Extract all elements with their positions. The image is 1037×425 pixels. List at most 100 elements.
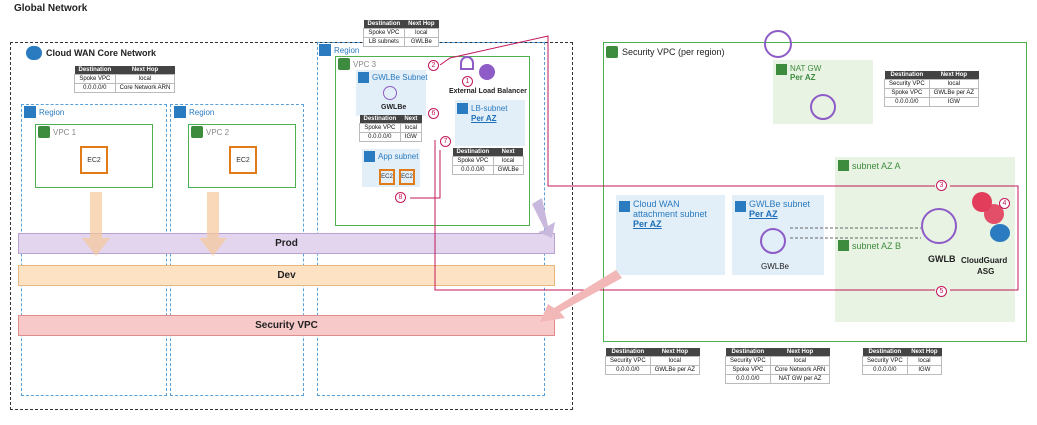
- ec2-icon: EC2: [80, 146, 108, 174]
- step-8: 8: [395, 192, 406, 203]
- ec2-icon: EC2: [379, 169, 395, 185]
- th: Destination: [74, 66, 116, 75]
- region-label: Region: [189, 107, 215, 117]
- cloudguard-label: CloudGuard: [961, 256, 1008, 265]
- vpc-cloud-icon: [191, 126, 203, 138]
- ec2-label: EC2: [401, 174, 413, 180]
- ec2-icon: EC2: [399, 169, 415, 185]
- th: Next Hop: [907, 348, 942, 357]
- internet-gateway-icon: [764, 30, 792, 58]
- lb-subnet-label: LB-subnet: [471, 104, 508, 113]
- region-label: Region: [334, 45, 360, 55]
- gwlbe-subnet-header: GWLBe Subnet: [358, 72, 428, 83]
- td: GWLBe: [403, 37, 440, 47]
- td: IGW: [399, 132, 423, 142]
- td: NAT GW per AZ: [769, 374, 831, 384]
- down-arrow-vpc2: [199, 192, 227, 256]
- th: Destination: [725, 348, 771, 357]
- segment-prod: Prod: [18, 233, 555, 254]
- lock-icon: [358, 72, 369, 83]
- lock-icon: [776, 64, 787, 75]
- lb-per-az: Per AZ: [471, 114, 497, 123]
- step-number: 8: [398, 194, 403, 201]
- global-network-box: [10, 42, 573, 410]
- td: IGW: [928, 97, 980, 107]
- subnet-az-a-box: [835, 157, 1015, 322]
- gwlb-icon: [921, 208, 957, 244]
- vpc3-to-prod-arrow: [532, 198, 555, 238]
- td: Core Network ARN: [114, 83, 176, 93]
- app-subnet-label: App subnet: [378, 152, 419, 161]
- internet-gateway-icon: [460, 56, 474, 70]
- step-number: 3: [939, 182, 944, 189]
- subnet-az-b-header: subnet AZ B: [838, 240, 901, 251]
- td: IGW: [906, 365, 943, 375]
- step-5: 5: [936, 286, 947, 297]
- nat-gw-header: NAT GW Per AZ: [776, 64, 821, 82]
- segment-dev: Dev: [18, 265, 555, 286]
- cwan-subnet-label: Cloud WAN attachment subnet: [633, 199, 708, 219]
- subnet-az-b-label: subnet AZ B: [852, 240, 902, 251]
- th: Next: [493, 148, 524, 157]
- lock-icon: [364, 151, 375, 162]
- step-number: 6: [431, 110, 436, 117]
- vpc-2-label: VPC 2: [206, 127, 230, 137]
- per-az-label: Per AZ: [471, 114, 497, 123]
- step-number: 2: [431, 62, 436, 69]
- vpc-2: [188, 124, 296, 188]
- nat-gateway-icon: [810, 94, 836, 120]
- region-1-header: Region: [24, 106, 64, 118]
- sec-gwlbe-label: GWLBe: [761, 262, 790, 271]
- security-vpc-label: Security VPC (per region): [622, 47, 725, 57]
- vpc-2-header: VPC 2: [191, 126, 229, 138]
- gwlbe-subnet-label: GWLBe Subnet: [372, 73, 428, 82]
- flow-path-6-7: [434, 140, 935, 291]
- region-flag-icon: [319, 44, 331, 56]
- th: Destination: [363, 20, 405, 29]
- region-flag-icon: [174, 106, 186, 118]
- gwlb-label: GWLB: [928, 254, 956, 264]
- ec2-label: EC2: [381, 174, 393, 180]
- lock-icon: [838, 160, 849, 171]
- cwan-attach-subnet-box: [616, 195, 725, 275]
- segment-prod-label: Prod: [275, 238, 298, 249]
- th: Next Hop: [770, 348, 830, 357]
- step-6: 6: [428, 108, 439, 119]
- lb-subnet-header: LB-subnet: [457, 103, 507, 114]
- subnet-az-a-label: subnet AZ A: [852, 160, 901, 171]
- elb-label: External Load Balancer: [449, 88, 527, 95]
- th: Destination: [884, 71, 930, 80]
- sec-gwlbe-per-az: Per AZ: [749, 209, 778, 219]
- step-number: 7: [443, 138, 448, 145]
- cloud-wan-header: Cloud WAN Core Network: [26, 46, 156, 60]
- nat-gw-label: NAT GW: [790, 64, 822, 73]
- lock-icon: [838, 240, 849, 251]
- subnet-az-a-header: subnet AZ A: [838, 160, 901, 171]
- th: Destination: [452, 148, 494, 157]
- vpc-cloud-icon: [606, 46, 618, 58]
- cloudguard-icon: [962, 190, 1012, 248]
- region-label: Region: [39, 107, 65, 117]
- vpc-cloud-icon: [38, 126, 50, 138]
- td: GWLBe: [492, 165, 524, 175]
- step-7: 7: [440, 136, 451, 147]
- vpc-1: [35, 124, 153, 188]
- cloud-wan-icon: [26, 46, 42, 60]
- lock-icon: [735, 201, 746, 212]
- flow-path-3: [439, 35, 935, 187]
- asg-label: ASG: [977, 267, 995, 276]
- th: Next: [400, 115, 422, 124]
- cwan-to-security-arrow: [540, 270, 622, 322]
- sec-gwlbe-header: GWLBe subnet Per AZ: [735, 199, 810, 219]
- th: Next Hop: [115, 66, 175, 75]
- region-2-header: Region: [174, 106, 214, 118]
- ec2-label: EC2: [87, 156, 101, 164]
- step-4: 4: [999, 198, 1010, 209]
- step-3: 3: [936, 180, 947, 191]
- th: Destination: [862, 348, 908, 357]
